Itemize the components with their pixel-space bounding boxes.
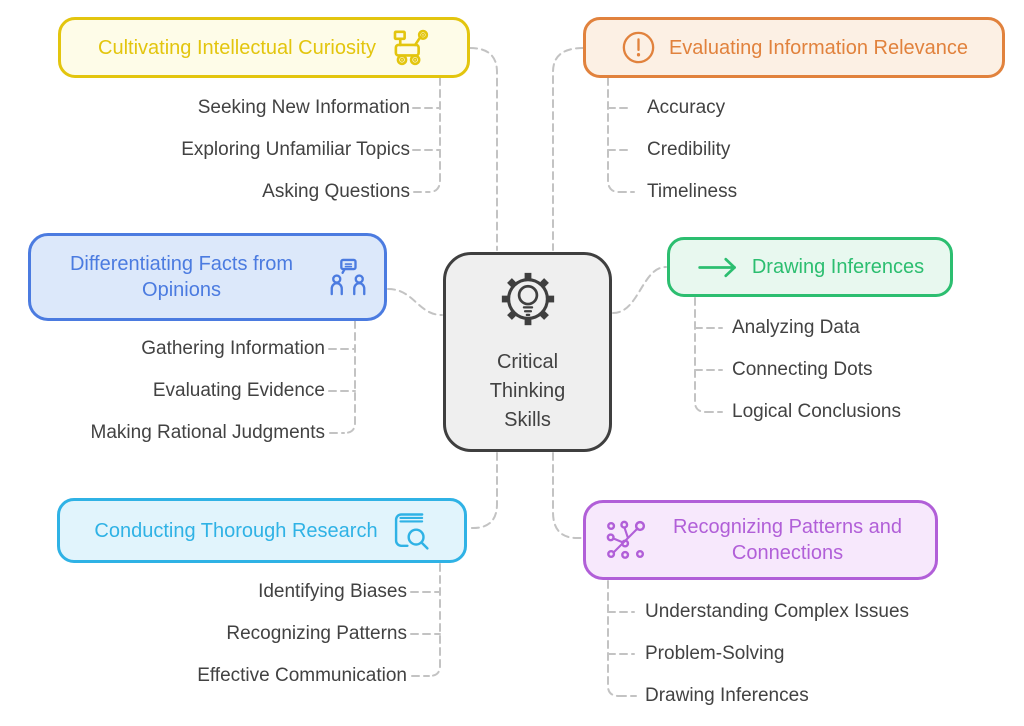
- facts-subtopics: Gathering Information Evaluating Evidenc…: [91, 328, 325, 454]
- branch-label: Cultivating Intellectual Curiosity: [98, 36, 376, 59]
- subtopic-logical-conclusions[interactable]: Logical Conclusions: [732, 401, 901, 422]
- subtopic-connecting-dots[interactable]: Connecting Dots: [732, 359, 873, 380]
- branch-drawing-inferences[interactable]: Drawing Inferences: [667, 237, 953, 297]
- subtopic-making-rational-judgments[interactable]: Making Rational Judgments: [90, 422, 325, 443]
- relevance-subtopics: Accuracy Credibility Timeliness: [647, 87, 737, 213]
- subtopic-identifying-biases[interactable]: Identifying Biases: [258, 581, 407, 602]
- subtopic-drawing-inferences[interactable]: Drawing Inferences: [645, 685, 809, 706]
- subtopic-gathering-information[interactable]: Gathering Information: [141, 338, 325, 359]
- branch-recognizing-patterns-and-connections[interactable]: Recognizing Patterns and Connections: [583, 500, 938, 580]
- subtopic-timeliness[interactable]: Timeliness: [647, 181, 738, 202]
- branch-label: Recognizing Patterns and Connections: [672, 516, 903, 564]
- connector-inferences-center: [612, 266, 667, 314]
- subtopic-understanding-complex-issues[interactable]: Understanding Complex Issues: [645, 601, 910, 622]
- branch-evaluating-information-relevance[interactable]: Evaluating Information Relevance: [583, 17, 1005, 78]
- branch-label: Drawing Inferences: [751, 256, 925, 278]
- subtopic-accuracy[interactable]: Accuracy: [647, 97, 726, 118]
- connector-relevance-center: [552, 47, 584, 251]
- spine-curiosity: [428, 77, 441, 193]
- subtopic-seeking-new-information[interactable]: Seeking New Information: [197, 97, 410, 118]
- spine-patterns: [607, 580, 620, 697]
- branch-differentiating-facts-from-opinions[interactable]: Differentiating Facts from Opinions: [28, 233, 387, 321]
- spine-inferences: [694, 297, 707, 413]
- curiosity-subtopics: Seeking New Information Exploring Unfami…: [181, 87, 410, 213]
- research-subtopics: Identifying Biases Recognizing Patterns …: [197, 571, 407, 697]
- arrow-right-icon: [696, 255, 740, 280]
- connector-research-center: [467, 452, 498, 529]
- inferences-subtopics: Analyzing Data Connecting Dots Logical C…: [732, 307, 901, 433]
- subtopic-problem-solving[interactable]: Problem-Solving: [645, 643, 785, 664]
- patterns-subtopics: Understanding Complex Issues Problem-Sol…: [645, 591, 909, 717]
- rover-robot-icon: [388, 28, 430, 68]
- subtopic-asking-questions[interactable]: Asking Questions: [262, 181, 410, 202]
- subtopic-effective-communication[interactable]: Effective Communication: [197, 665, 407, 686]
- network-icon: [605, 519, 647, 561]
- spine-facts: [343, 320, 356, 434]
- spine-relevance: [607, 77, 620, 193]
- subtopic-exploring-unfamiliar-topics[interactable]: Exploring Unfamiliar Topics: [181, 139, 410, 160]
- connector-facts-center: [387, 288, 443, 316]
- branch-label: Conducting Thorough Research: [94, 519, 378, 542]
- branch-conducting-thorough-research[interactable]: Conducting Thorough Research: [57, 498, 467, 563]
- subtopic-recognizing-patterns[interactable]: Recognizing Patterns: [226, 623, 407, 644]
- subtopic-analyzing-data[interactable]: Analyzing Data: [732, 317, 860, 338]
- branch-label: Differentiating Facts from Opinions: [69, 253, 294, 301]
- alert-circle-icon: [620, 29, 657, 66]
- subtopic-evaluating-evidence[interactable]: Evaluating Evidence: [152, 380, 325, 401]
- branch-cultivating-intellectual-curiosity[interactable]: Cultivating Intellectual Curiosity: [58, 17, 470, 78]
- book-search-icon: [390, 510, 430, 552]
- discussion-icon: [328, 257, 368, 297]
- subtopic-credibility[interactable]: Credibility: [647, 139, 731, 160]
- gear-lightbulb-icon: [497, 269, 559, 336]
- connector-patterns-center: [552, 452, 583, 539]
- center-node-critical-thinking-skills[interactable]: Critical Thinking Skills: [443, 252, 612, 452]
- branch-label: Evaluating Information Relevance: [668, 36, 969, 59]
- center-title: Critical Thinking Skills: [489, 351, 566, 431]
- spine-research: [428, 563, 441, 677]
- connector-curiosity-center: [469, 47, 498, 251]
